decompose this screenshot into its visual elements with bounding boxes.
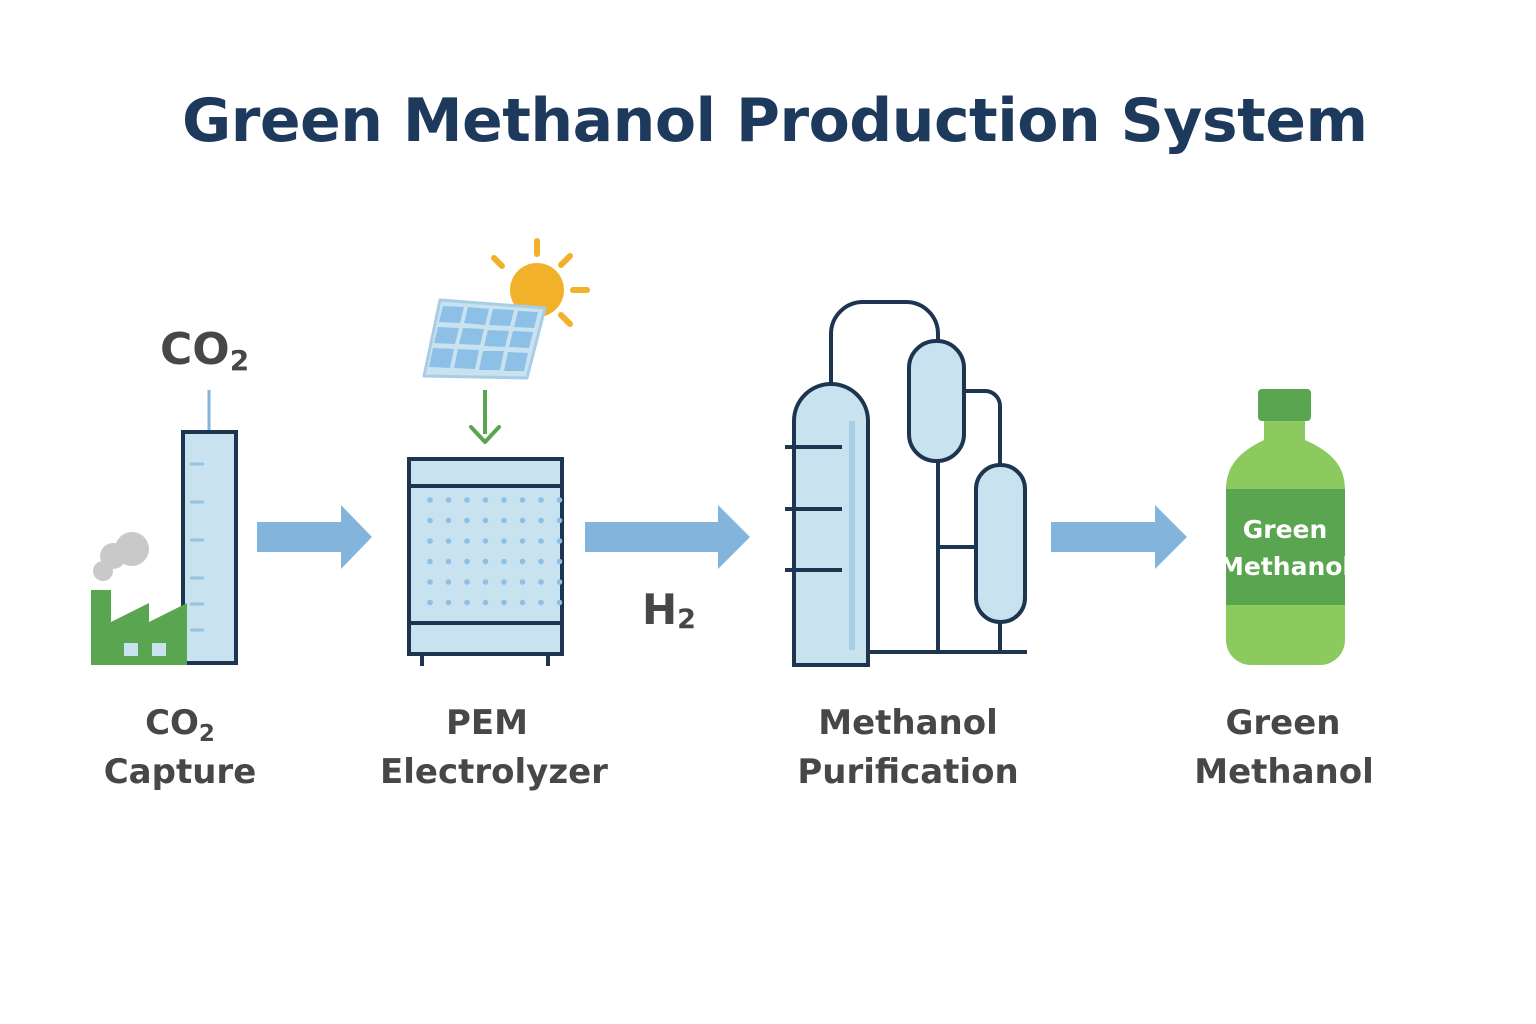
membrane-dot bbox=[519, 538, 526, 544]
membrane-dot bbox=[519, 599, 526, 606]
membrane-dot bbox=[538, 579, 544, 585]
membrane-dot bbox=[482, 558, 489, 565]
membrane-dot bbox=[427, 558, 433, 565]
membrane-dot bbox=[556, 517, 563, 524]
membrane-dot bbox=[445, 599, 452, 606]
membrane-dot bbox=[464, 558, 470, 565]
membrane-dot bbox=[427, 579, 433, 585]
membrane-dot bbox=[501, 579, 507, 585]
arrow-right-icon bbox=[257, 505, 372, 569]
arrow-right-icon bbox=[585, 505, 750, 569]
stage-label-product-line1: Green bbox=[1226, 703, 1341, 743]
membrane-dot bbox=[464, 497, 470, 503]
arrow-right-icon bbox=[1051, 505, 1187, 569]
membrane-dot bbox=[427, 517, 433, 524]
co2-capture-stage: CO2 bbox=[91, 324, 249, 665]
membrane-dot bbox=[464, 579, 470, 585]
stage-label-product-line2: Methanol bbox=[1194, 752, 1374, 792]
membrane-dot bbox=[538, 497, 544, 503]
membrane-dot bbox=[556, 579, 563, 585]
bottle-icon: Green Methanol bbox=[1219, 389, 1351, 665]
membrane-dot bbox=[519, 579, 526, 585]
membrane-dot bbox=[445, 558, 452, 565]
electrolyzer-icon bbox=[407, 457, 564, 666]
membrane-dot bbox=[556, 497, 563, 503]
membrane-dot bbox=[501, 538, 507, 544]
stage-label-co2-capture-line1: CO2 bbox=[145, 703, 215, 747]
membrane-dot bbox=[501, 517, 507, 524]
membrane-dot bbox=[556, 599, 563, 606]
chimney-icon bbox=[181, 430, 238, 665]
stage-label-electrolyzer-line1: PEM bbox=[446, 703, 528, 743]
membrane-dot bbox=[556, 538, 563, 544]
stage-label-purification-line2: Purification bbox=[797, 752, 1018, 792]
membrane-dot bbox=[501, 558, 507, 565]
membrane-dot bbox=[427, 599, 433, 606]
membrane-dot bbox=[519, 517, 526, 524]
membrane-dot bbox=[556, 558, 563, 565]
membrane-dot bbox=[501, 497, 507, 503]
co2-emission-label: CO2 bbox=[160, 324, 249, 377]
membrane-dot bbox=[427, 497, 433, 503]
page-title: Green Methanol Production System bbox=[182, 86, 1368, 156]
bottle-label-line1: Green bbox=[1243, 515, 1328, 544]
membrane-dot bbox=[482, 517, 489, 524]
membrane-dot bbox=[464, 517, 470, 524]
h2-flow-label: H2 bbox=[642, 585, 696, 635]
membrane-dot bbox=[519, 558, 526, 565]
membrane-dot bbox=[445, 517, 452, 524]
membrane-dot bbox=[464, 538, 470, 544]
bottle-label-line2: Methanol bbox=[1219, 552, 1351, 581]
membrane-dot bbox=[538, 558, 544, 565]
membrane-dot bbox=[482, 538, 489, 544]
membrane-dot bbox=[482, 599, 489, 606]
membrane-dot bbox=[445, 497, 452, 503]
membrane-dot bbox=[445, 538, 452, 544]
membrane-dot bbox=[464, 599, 470, 606]
sun-icon bbox=[491, 238, 590, 327]
arrow-down-icon bbox=[469, 390, 501, 444]
stage-label-purification-line1: Methanol bbox=[818, 703, 998, 743]
distillation-column-icon bbox=[785, 300, 1027, 667]
smoke-icon bbox=[93, 532, 149, 581]
membrane-dot bbox=[501, 599, 507, 606]
membrane-dot bbox=[538, 599, 544, 606]
solar-panel-icon bbox=[422, 298, 547, 380]
membrane-dot bbox=[538, 517, 544, 524]
membrane-dot bbox=[482, 579, 489, 585]
stage-label-electrolyzer-line2: Electrolyzer bbox=[380, 752, 608, 792]
membrane-dot bbox=[482, 497, 489, 503]
stage-label-co2-capture-line2: Capture bbox=[104, 752, 257, 792]
membrane-dot bbox=[538, 538, 544, 544]
membrane-dot bbox=[445, 579, 452, 585]
membrane-dot bbox=[519, 497, 526, 503]
membrane-dot bbox=[427, 538, 433, 544]
factory-icon bbox=[91, 590, 187, 665]
electrolyzer-stage bbox=[407, 238, 590, 666]
